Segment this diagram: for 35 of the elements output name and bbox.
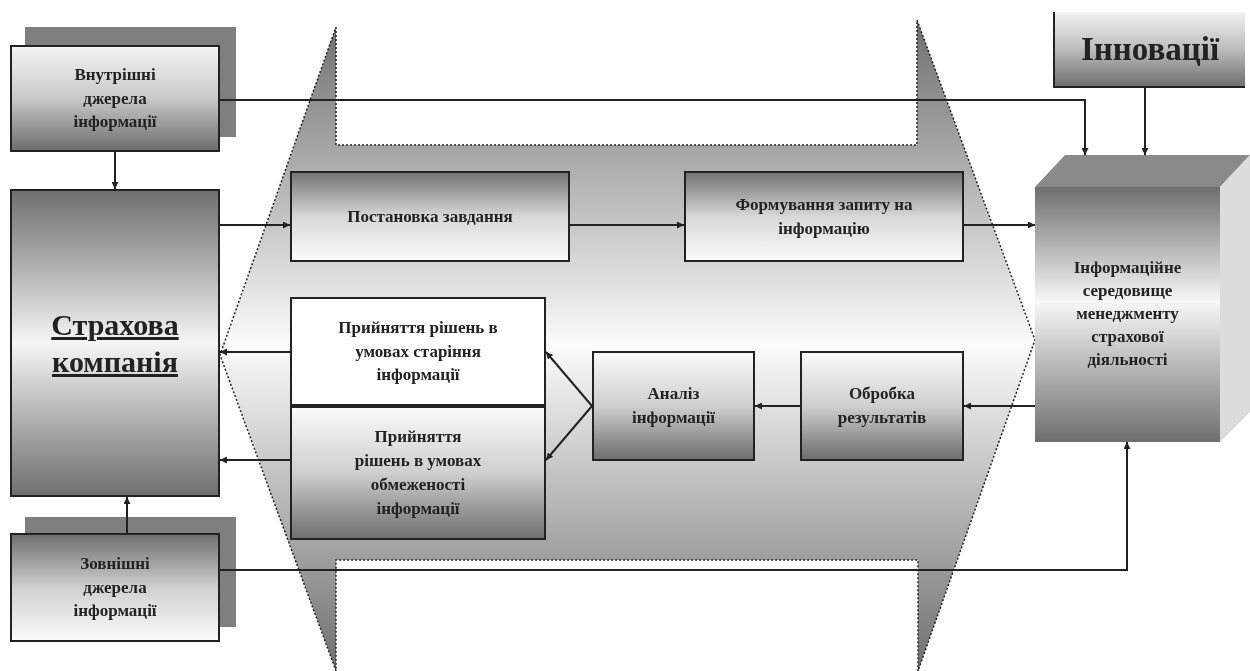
node-label: Постановка завдання	[347, 205, 513, 228]
node-label: Інформаційне середовище менеджменту страхової діяльності	[1072, 257, 1183, 371]
process-box	[10, 189, 220, 497]
process-box	[684, 171, 964, 262]
node-label: Внутрішні джерела інформації	[72, 63, 158, 134]
process-box	[290, 171, 570, 262]
arrow	[219, 456, 291, 464]
arrow	[963, 402, 1036, 410]
process-box	[290, 297, 546, 406]
arrow	[219, 348, 291, 356]
arrow	[754, 402, 801, 410]
arrow	[1141, 87, 1149, 156]
process-box	[10, 45, 220, 152]
node-label: Прийняття рішень в умовах старіння інформації	[337, 316, 499, 387]
node-label: Аналіз інформації	[630, 383, 717, 429]
arrow	[123, 496, 131, 534]
arrow	[569, 221, 685, 229]
arrow	[219, 441, 1131, 571]
arrow	[963, 221, 1036, 229]
process-box	[592, 351, 755, 461]
process-box	[10, 533, 220, 642]
node-label: Обробка результатів	[836, 383, 928, 429]
arrow	[545, 405, 593, 461]
node-label: Прийняття рішень в умовах обмеженості інформації	[353, 426, 483, 520]
process-box	[290, 406, 546, 540]
process-box	[800, 351, 964, 461]
process-box	[1053, 12, 1245, 88]
node-label: Страхова компанія	[50, 306, 180, 380]
arrow	[545, 351, 593, 407]
arrow	[219, 221, 291, 229]
arrow	[111, 151, 119, 190]
node-label: Формування запиту на інформацію	[734, 193, 914, 240]
arrow	[219, 99, 1089, 156]
node-label: Зовнішні джерела інформації	[72, 552, 158, 623]
node-label: Інновації	[1080, 29, 1220, 69]
